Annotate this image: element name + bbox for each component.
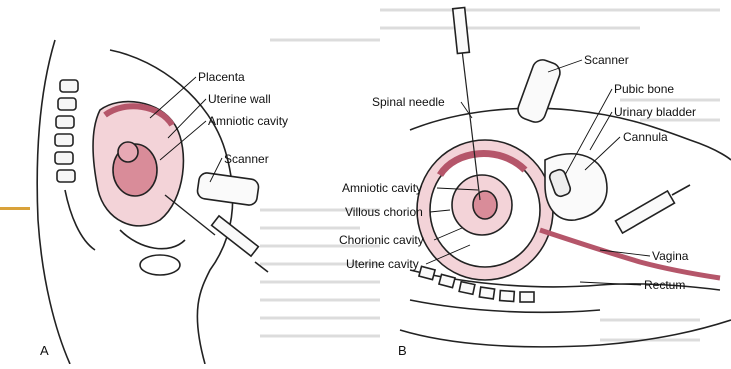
label-amniotic-cavity-a: Amniotic cavity bbox=[208, 114, 288, 128]
label-uterine-wall: Uterine wall bbox=[208, 92, 271, 106]
label-chorionic-cavity: Chorionic cavity bbox=[339, 233, 424, 247]
label-uterine-cavity: Uterine cavity bbox=[346, 257, 419, 271]
label-rectum: Rectum bbox=[644, 278, 685, 292]
label-scanner-a: Scanner bbox=[224, 152, 269, 166]
accent-bar bbox=[0, 207, 30, 210]
label-scanner-b: Scanner bbox=[584, 53, 629, 67]
label-placenta: Placenta bbox=[198, 70, 245, 84]
label-urinary-bladder: Urinary bladder bbox=[614, 105, 696, 119]
label-pubic-bone: Pubic bone bbox=[614, 82, 674, 96]
label-amniotic-cavity-b: Amniotic cavity bbox=[342, 181, 422, 195]
label-spinal-needle: Spinal needle bbox=[372, 95, 445, 109]
panel-label-b: B bbox=[398, 344, 407, 358]
panel-b-drawing bbox=[400, 7, 731, 346]
syringe-a bbox=[212, 216, 259, 256]
lower-outline-b bbox=[400, 320, 731, 347]
scanner-b bbox=[515, 57, 563, 125]
label-villous-chorion: Villous chorion bbox=[345, 205, 423, 219]
spine-a bbox=[55, 80, 95, 250]
label-cannula: Cannula bbox=[623, 130, 668, 144]
scanner-a bbox=[196, 172, 259, 206]
pelvis-a bbox=[120, 230, 185, 249]
panel-label-a: A bbox=[40, 344, 49, 358]
spinal-needle-syringe-b bbox=[453, 7, 470, 53]
needle-a bbox=[165, 195, 215, 235]
panel-a-drawing bbox=[37, 40, 268, 364]
label-vagina: Vagina bbox=[652, 249, 688, 263]
embryo-b bbox=[473, 191, 497, 219]
cannula-syringe-b bbox=[616, 191, 675, 233]
